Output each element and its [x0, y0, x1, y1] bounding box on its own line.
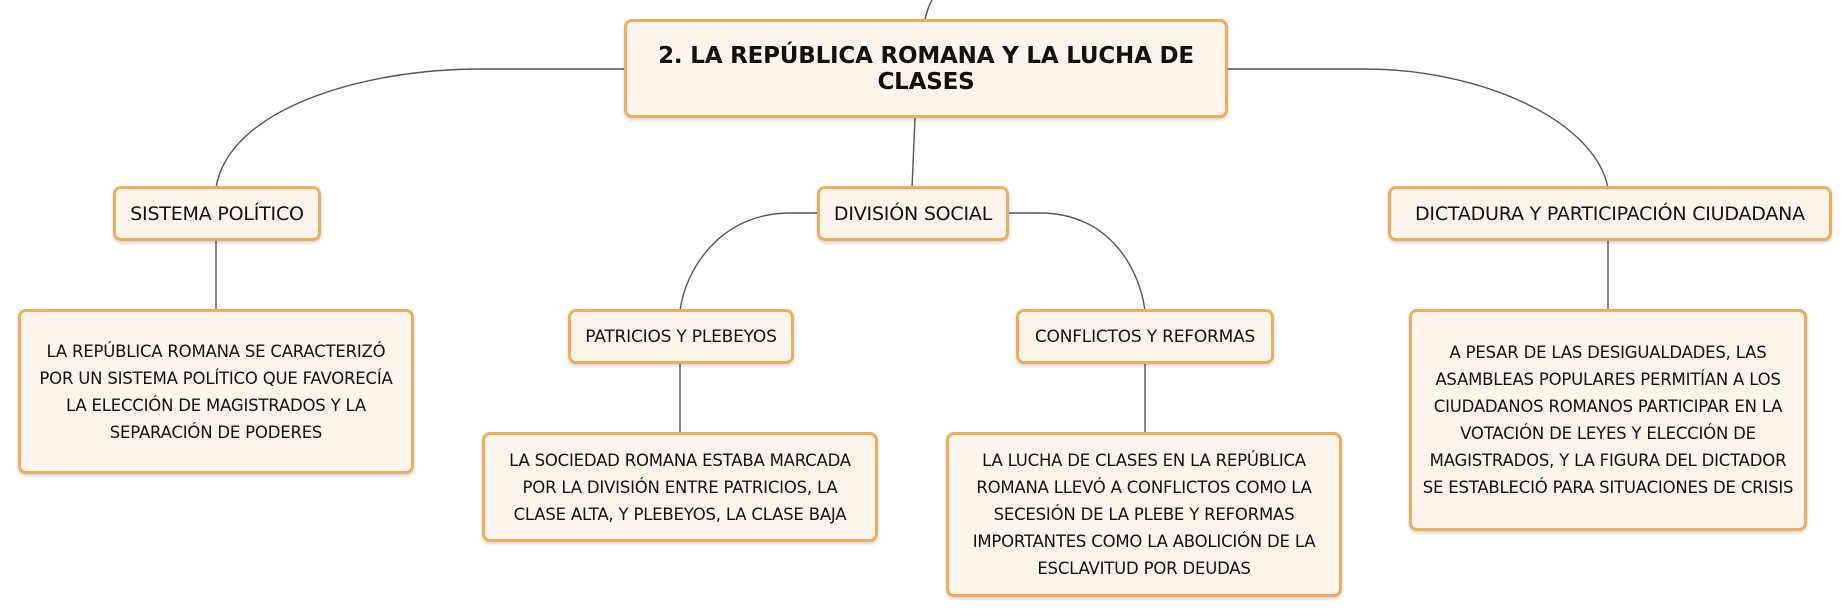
detail-patricios-plebeyos-text: LA SOCIEDAD ROMANA ESTABA MARCADA POR LA… — [509, 450, 851, 524]
topic-sistema-politico[interactable]: SISTEMA POLÍTICO — [113, 186, 321, 241]
connector-root-division — [911, 116, 916, 189]
root-topic-label: 2. LA REPÚBLICA ROMANA Y LA LUCHA DE CLA… — [658, 42, 1194, 95]
topic-sistema-politico-label: SISTEMA POLÍTICO — [130, 202, 304, 225]
topic-conflictos-reformas-label: CONFLICTOS Y REFORMAS — [1034, 326, 1256, 347]
detail-conflictos-reformas[interactable]: LA LUCHA DE CLASES EN LA REPÚBLICA ROMAN… — [946, 432, 1342, 597]
connector-root-sistema — [215, 68, 626, 189]
detail-patricios-plebeyos[interactable]: LA SOCIEDAD ROMANA ESTABA MARCADA POR LA… — [482, 432, 878, 542]
topic-patricios-plebeyos-label: PATRICIOS Y PLEBEYOS — [585, 326, 777, 347]
topic-patricios-plebeyos[interactable]: PATRICIOS Y PLEBEYOS — [568, 309, 794, 364]
detail-dictadura-participacion[interactable]: A PESAR DE LAS DESIGUALDADES, LAS ASAMBL… — [1409, 309, 1807, 531]
detail-conflictos-reformas-text: LA LUCHA DE CLASES EN LA REPÚBLICA ROMAN… — [972, 451, 1316, 578]
topic-dictadura-participacion-label: DICTADURA Y PARTICIPACIÓN CIUDADANA — [1415, 202, 1805, 225]
topic-division-social-label: DIVISIÓN SOCIAL — [833, 202, 993, 225]
detail-dictadura-participacion-text: A PESAR DE LAS DESIGUALDADES, LAS ASAMBL… — [1422, 343, 1794, 497]
connector-division-patricios — [679, 212, 818, 312]
topic-division-social[interactable]: DIVISIÓN SOCIAL — [817, 186, 1009, 241]
connector-from-parent — [924, 0, 933, 20]
topic-dictadura-participacion[interactable]: DICTADURA Y PARTICIPACIÓN CIUDADANA — [1388, 186, 1832, 241]
connector-root-dictadura — [1226, 68, 1609, 189]
topic-conflictos-reformas[interactable]: CONFLICTOS Y REFORMAS — [1016, 309, 1274, 364]
root-topic[interactable]: 2. LA REPÚBLICA ROMANA Y LA LUCHA DE CLA… — [624, 19, 1228, 118]
detail-sistema-politico-text: LA REPÚBLICA ROMANA SE CARACTERIZÓ POR U… — [39, 341, 393, 442]
connector-division-conflictos — [1007, 212, 1146, 312]
detail-sistema-politico[interactable]: LA REPÚBLICA ROMANA SE CARACTERIZÓ POR U… — [18, 309, 414, 474]
